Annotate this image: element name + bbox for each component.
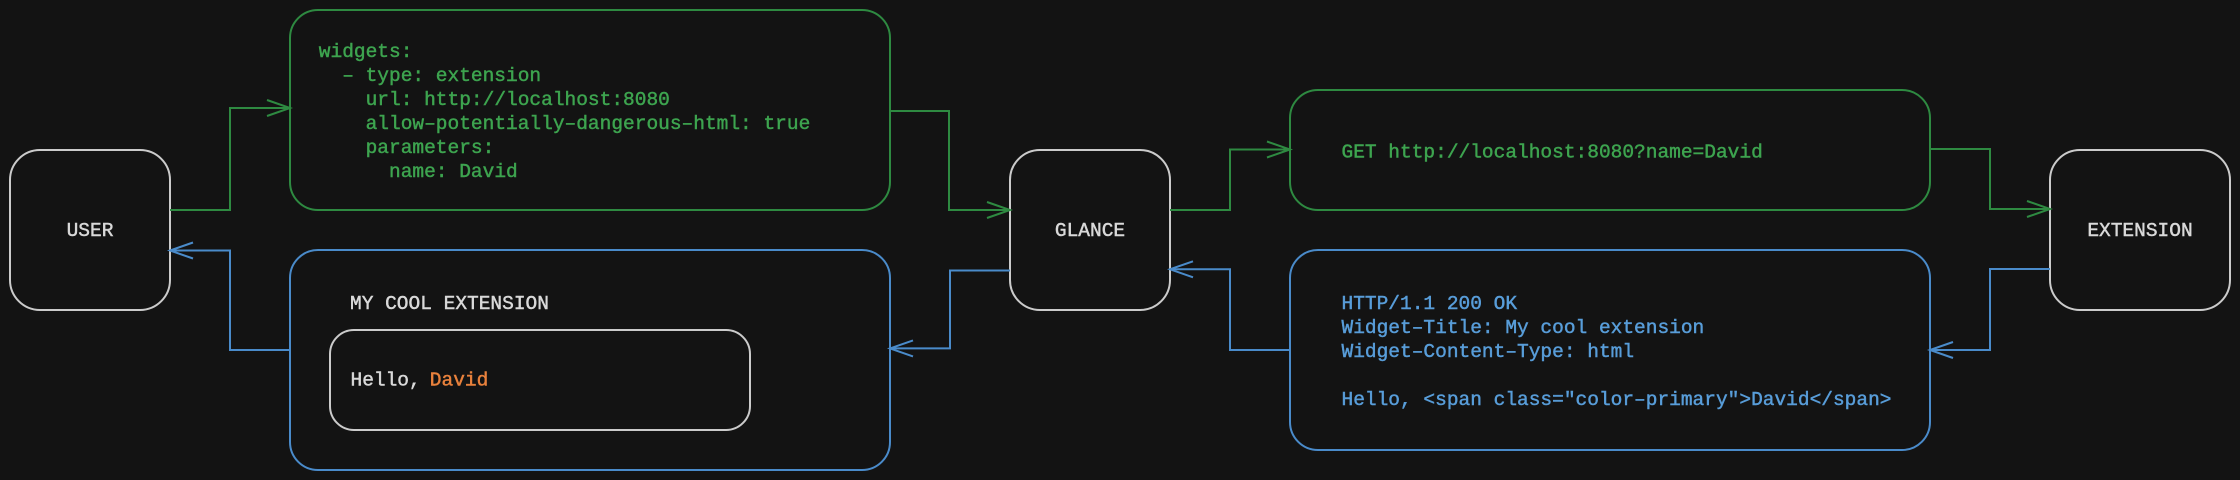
svg-text:David: David <box>430 370 489 392</box>
svg-text:GET http://localhost:8080?name: GET http://localhost:8080?name=David <box>1342 142 1763 164</box>
svg-text:parameters:: parameters: <box>366 137 495 159</box>
svg-text:Hello, <span class="color–prim: Hello, <span class="color–primary">David… <box>1342 389 1892 411</box>
svg-text:Hello,: Hello, <box>351 370 421 392</box>
svg-text:Widget–Title: My cool extensio: Widget–Title: My cool extension <box>1342 317 1705 339</box>
svg-text:widgets:: widgets: <box>319 41 413 63</box>
svg-text:allow–potentially–dangerous–ht: allow–potentially–dangerous–html: true <box>366 113 811 135</box>
svg-text:Widget–Content–Type: html: Widget–Content–Type: html <box>1342 341 1635 363</box>
svg-text:USER: USER <box>67 220 114 242</box>
svg-text:url: http://localhost:8080: url: http://localhost:8080 <box>366 89 670 111</box>
svg-text:– type: extension: – type: extension <box>342 65 541 87</box>
svg-text:GLANCE: GLANCE <box>1055 220 1125 242</box>
svg-text:name: David: name: David <box>389 161 518 183</box>
svg-text:MY COOL EXTENSION: MY COOL EXTENSION <box>350 293 549 315</box>
svg-text:EXTENSION: EXTENSION <box>2087 220 2192 242</box>
svg-text:HTTP/1.1 200 OK: HTTP/1.1 200 OK <box>1342 293 1518 315</box>
